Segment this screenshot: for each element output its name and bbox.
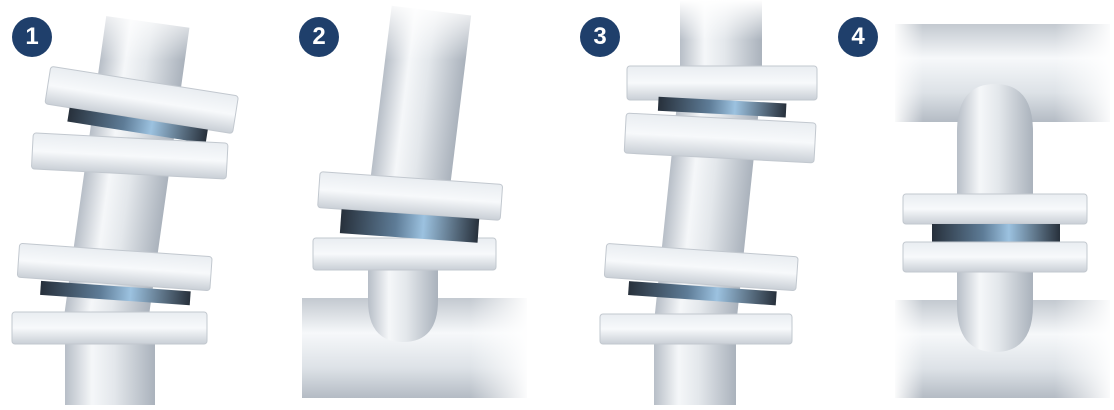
flange	[599, 313, 793, 345]
fade	[470, 298, 530, 398]
flange	[11, 311, 208, 345]
gasket	[628, 281, 777, 306]
gasket	[657, 96, 787, 118]
panel-3	[599, 0, 818, 405]
flange	[626, 65, 818, 101]
flange	[623, 112, 817, 164]
badge-label: 2	[312, 23, 326, 50]
gasket	[40, 280, 191, 306]
panel-4	[893, 20, 1114, 405]
step-badge-3: 3	[580, 17, 620, 57]
flange	[902, 241, 1088, 273]
step-badge-1: 1	[12, 17, 52, 57]
flange	[16, 242, 213, 291]
flange	[603, 243, 799, 292]
flange	[902, 193, 1088, 225]
panel-2	[302, 0, 530, 398]
branch-stub	[368, 262, 438, 342]
gasket	[932, 224, 1060, 242]
lower-pipe	[654, 338, 736, 405]
badge-label: 1	[25, 23, 39, 50]
fade	[60, 0, 200, 60]
badge-label: 3	[593, 23, 607, 50]
gasket	[67, 107, 208, 144]
fade	[360, 0, 480, 60]
gasket	[339, 209, 480, 243]
badge-label: 4	[851, 23, 865, 50]
panel-1	[11, 0, 239, 405]
fade	[670, 0, 780, 40]
lower-pipe	[65, 338, 155, 405]
flange	[312, 237, 497, 271]
step-badge-4: 4	[838, 17, 878, 57]
step-badge-2: 2	[299, 17, 339, 57]
branch-stub	[957, 270, 1033, 352]
branch-stub	[957, 84, 1033, 200]
flange	[31, 132, 229, 180]
